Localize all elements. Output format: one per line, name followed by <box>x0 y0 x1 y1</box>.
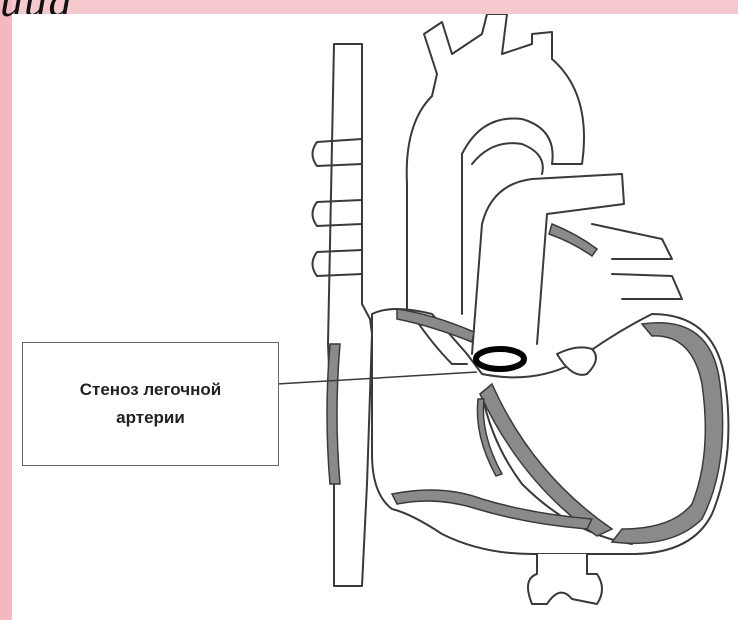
pulmonary-band <box>549 224 597 256</box>
vena-cava <box>328 44 372 586</box>
stenosis-label-box: Стеноз легочной артерии <box>22 342 279 466</box>
pulmonary-branch-right <box>592 224 682 299</box>
diagram-canvas <box>12 14 738 620</box>
aortic-arch-inner <box>472 143 543 174</box>
label-line-1: Стеноз легочной <box>80 376 221 404</box>
pulmonary-trunk <box>472 174 624 354</box>
slide-edge-strip <box>0 0 12 620</box>
descending-vessel <box>528 554 602 604</box>
heart-diagram <box>12 14 738 620</box>
label-line-2: артерии <box>116 404 185 432</box>
stenosis-ring <box>476 349 524 369</box>
